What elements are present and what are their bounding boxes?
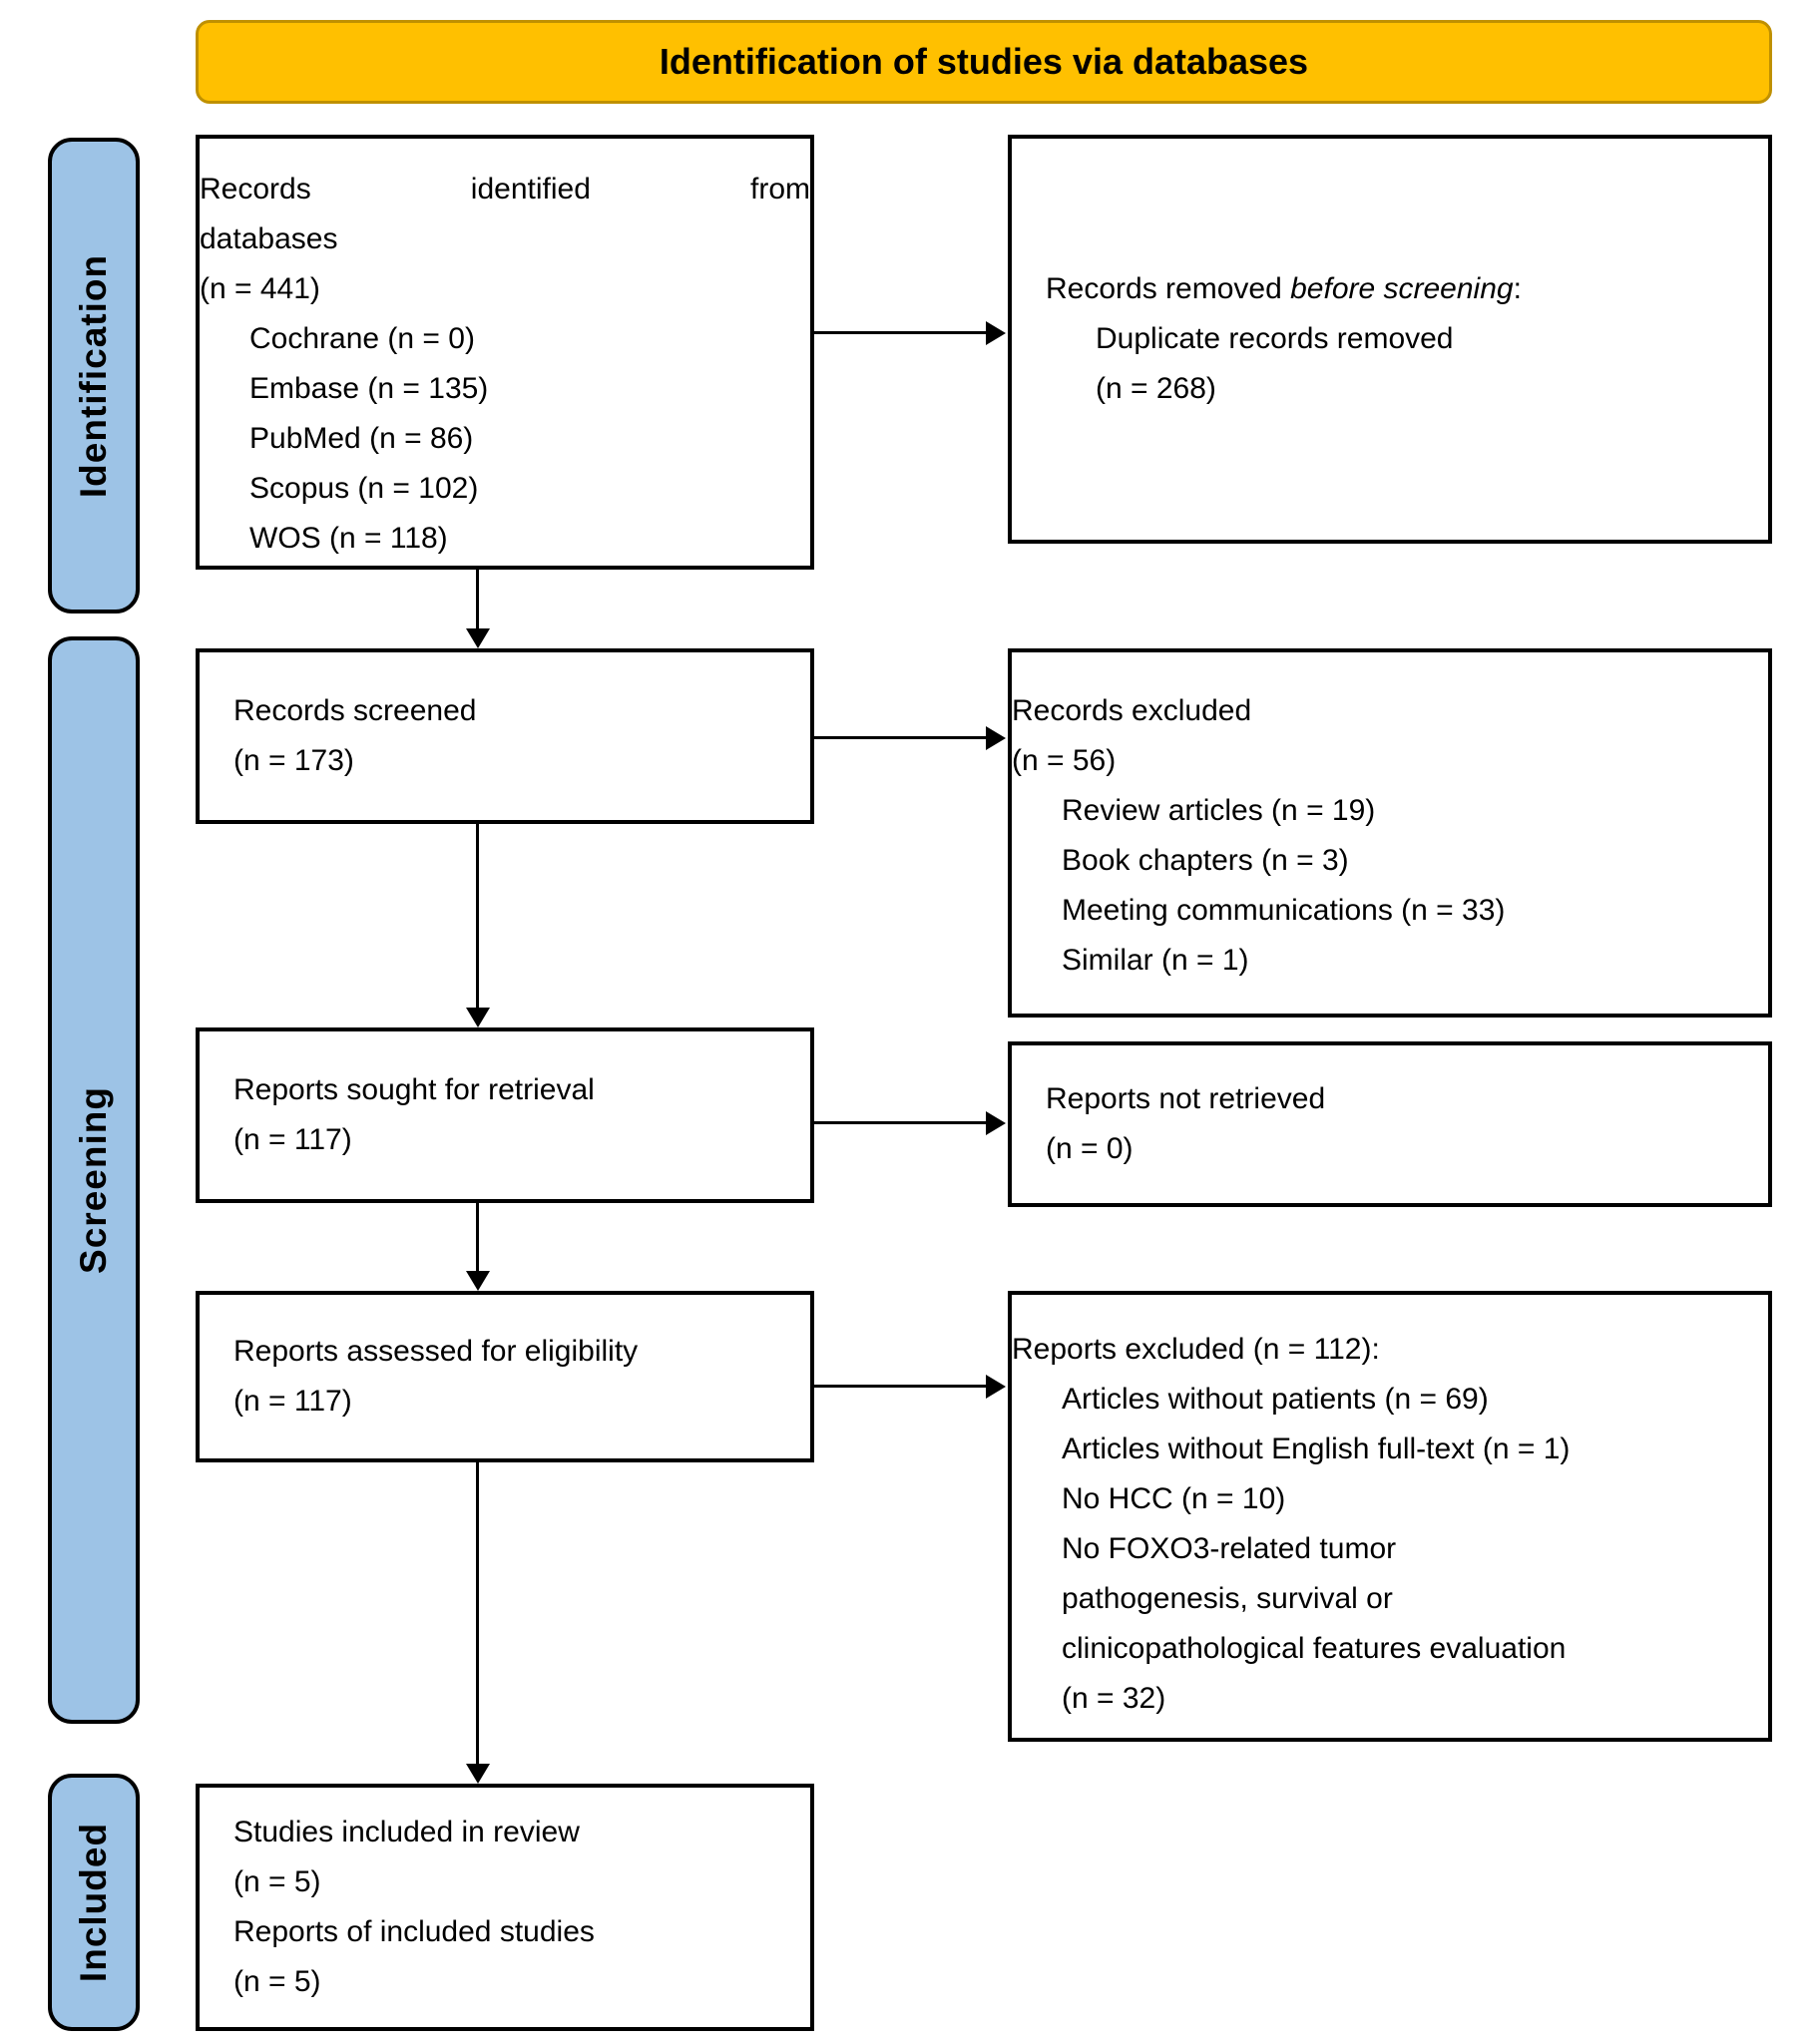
arrow-screened-to-sought [476, 824, 479, 1010]
box-reports-sought: Reports sought for retrieval (n = 117) [196, 1027, 814, 1203]
records-excluded-item: Review articles (n = 19) [1062, 794, 1376, 827]
arrowhead-right-icon [986, 1375, 1006, 1399]
records-identified-line2: databases [200, 222, 338, 255]
stage-included-label: Included [73, 1822, 114, 1983]
reports-excluded-item: No FOXO3-related tumor pathogenesis, sur… [1062, 1532, 1567, 1715]
arrowhead-right-icon [986, 321, 1006, 345]
records-removed-count: (n = 268) [1096, 372, 1216, 405]
arrow-assessed-to-included [476, 1462, 479, 1766]
stage-screening-label: Screening [73, 1086, 114, 1274]
records-screened-count: (n = 173) [233, 744, 354, 777]
box-reports-not-retrieved: Reports not retrieved (n = 0) [1008, 1041, 1772, 1207]
reports-excluded-title: Reports excluded (n = 112): [1012, 1333, 1380, 1366]
reports-excluded-item: Articles without English full-text (n = … [1062, 1432, 1571, 1465]
arrowhead-down-icon [466, 1008, 490, 1027]
reports-assessed-count: (n = 117) [233, 1385, 352, 1418]
arrow-screened-to-excluded [814, 736, 986, 739]
database-item: Embase (n = 135) [249, 372, 489, 405]
stage-identification-label: Identification [73, 253, 115, 498]
arrowhead-down-icon [466, 1271, 490, 1291]
records-removed-italic: before screening [1290, 272, 1514, 305]
records-removed-suffix: : [1513, 272, 1522, 305]
records-screened-title: Records screened [233, 694, 477, 727]
records-excluded-title: Records excluded [1012, 694, 1252, 727]
records-removed-item: Duplicate records removed [1096, 322, 1454, 355]
stage-screening: Screening [48, 636, 140, 1724]
arrowhead-right-icon [986, 726, 1006, 750]
box-reports-excluded: Reports excluded (n = 112): Articles wit… [1008, 1291, 1772, 1742]
arrowhead-down-icon [466, 628, 490, 648]
records-removed-prefix: Records removed [1046, 272, 1291, 305]
records-excluded-item: Similar (n = 1) [1062, 944, 1249, 977]
arrow-sought-to-not-retrieved [814, 1121, 986, 1124]
studies-included-count: (n = 5) [233, 1865, 321, 1898]
reports-sought-count: (n = 117) [233, 1123, 352, 1156]
reports-included-count: (n = 5) [233, 1965, 321, 1998]
reports-assessed-title: Reports assessed for eligibility [233, 1335, 639, 1368]
database-item: WOS (n = 118) [249, 522, 448, 555]
arrow-identified-to-screened [476, 570, 479, 629]
reports-not-retrieved-count: (n = 0) [1046, 1132, 1134, 1165]
stage-included: Included [48, 1774, 140, 2031]
box-records-screened: Records screened (n = 173) [196, 648, 814, 824]
reports-sought-title: Reports sought for retrieval [233, 1073, 595, 1106]
arrow-assessed-to-reports-excluded [814, 1385, 986, 1388]
records-removed-heading: Records removed before screening: [1046, 264, 1742, 314]
reports-excluded-item: No HCC (n = 10) [1062, 1482, 1286, 1515]
reports-included-title: Reports of included studies [233, 1915, 595, 1948]
records-excluded-item: Meeting communications (n = 33) [1062, 894, 1506, 927]
reports-not-retrieved-title: Reports not retrieved [1046, 1082, 1326, 1115]
arrowhead-down-icon [466, 1764, 490, 1784]
records-identified-title: Records identified from [200, 173, 810, 205]
banner: Identification of studies via databases [196, 20, 1772, 104]
stage-identification: Identification [48, 138, 140, 613]
records-excluded-count: (n = 56) [1012, 744, 1117, 777]
arrowhead-right-icon [986, 1111, 1006, 1135]
records-excluded-item: Book chapters (n = 3) [1062, 844, 1349, 877]
arrow-sought-to-assessed [476, 1203, 479, 1273]
arrow-identified-to-removed [814, 331, 986, 334]
box-records-identified: Records identified from databases (n = 4… [196, 135, 814, 570]
reports-excluded-item: Articles without patients (n = 69) [1062, 1383, 1489, 1416]
box-studies-included: Studies included in review (n = 5) Repor… [196, 1784, 814, 2031]
records-identified-count: (n = 441) [200, 272, 320, 305]
database-item: Scopus (n = 102) [249, 472, 479, 505]
box-records-removed: Records removed before screening: Duplic… [1008, 135, 1772, 544]
database-item: Cochrane (n = 0) [249, 322, 475, 355]
box-reports-assessed: Reports assessed for eligibility (n = 11… [196, 1291, 814, 1462]
database-item: PubMed (n = 86) [249, 422, 474, 455]
banner-title: Identification of studies via databases [659, 41, 1309, 82]
studies-included-title: Studies included in review [233, 1816, 580, 1848]
box-records-excluded: Records excluded (n = 56) Review article… [1008, 648, 1772, 1018]
